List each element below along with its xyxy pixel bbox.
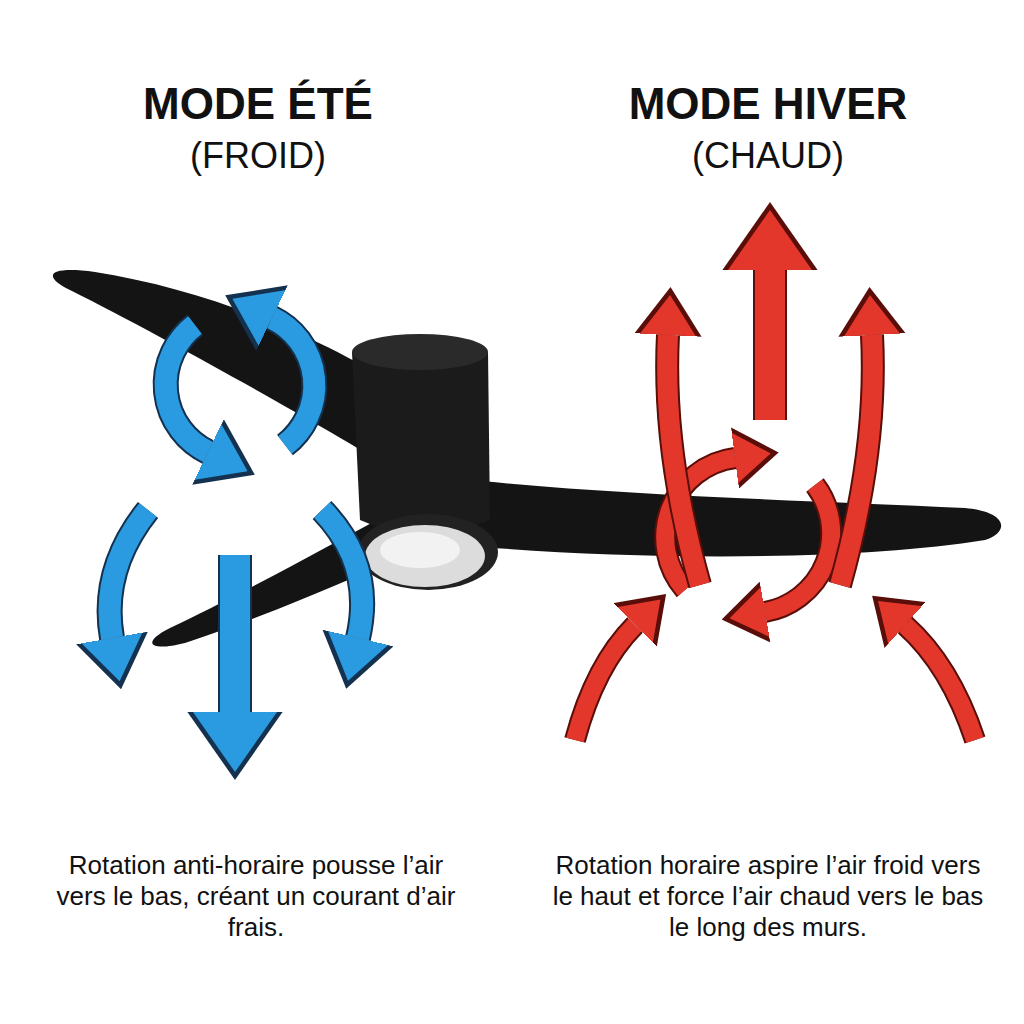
fan-hub [352, 334, 498, 590]
summer-airflow-arrows [110, 318, 363, 712]
mode-caption: Rotation anti-horaire pousse l’air vers … [46, 850, 466, 944]
mode-heading: MODE HIVER [538, 78, 998, 131]
winter-airflow-arrows [575, 270, 975, 740]
mode-heading: MODE ÉTÉ [38, 78, 478, 131]
mode-subheading: (CHAUD) [538, 134, 998, 177]
fan-blades [53, 270, 1001, 646]
mode-subheading: (FROID) [38, 134, 478, 177]
mode-caption: Rotation horaire aspire l’air froid vers… [543, 850, 993, 944]
